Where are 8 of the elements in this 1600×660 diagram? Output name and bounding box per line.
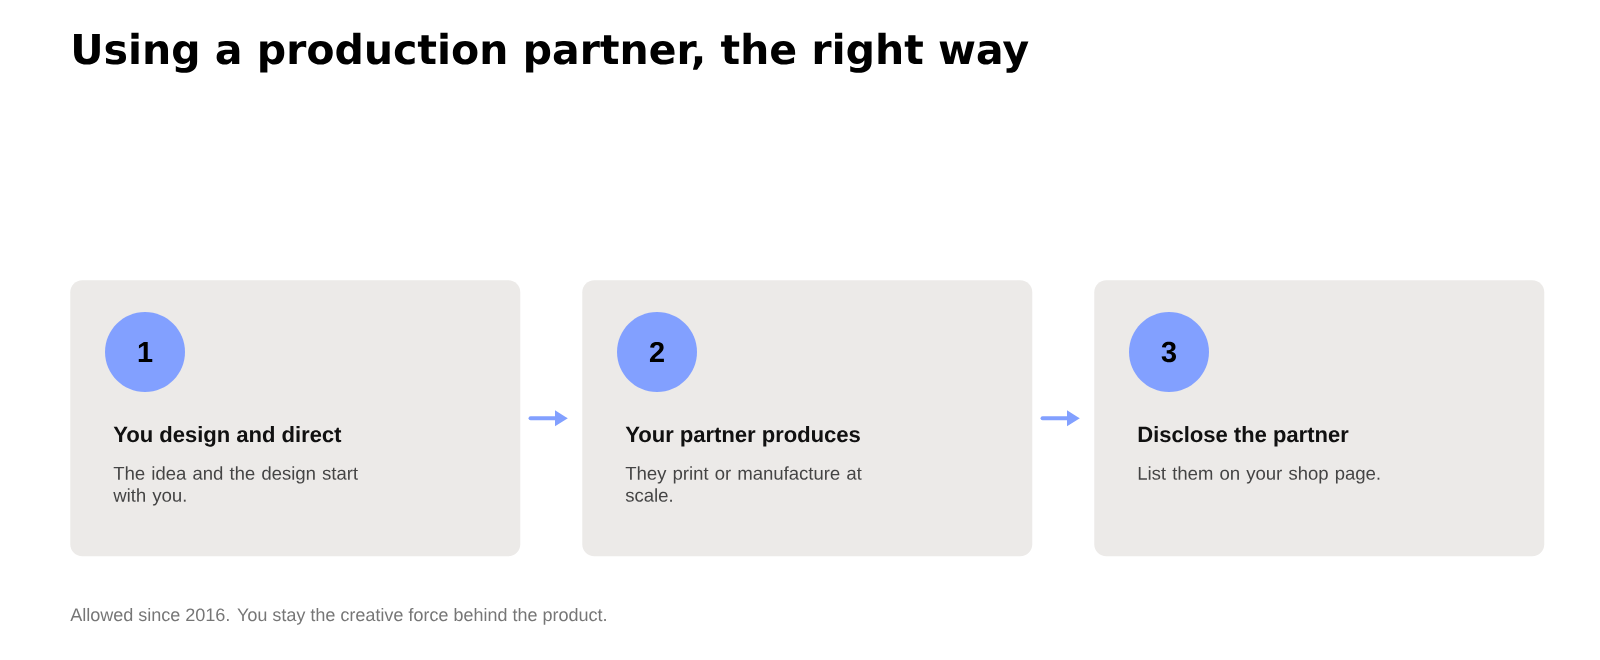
title: Using a production partner, the right way <box>74 32 1029 73</box>
step-text: List them on your shop page. <box>1138 466 1380 484</box>
step-heading: Your partner produces <box>625 426 860 447</box>
footnote: Allowed since 2016. You stay the creative force behind the product. <box>70 607 606 625</box>
step-text: They print or manufacture at scale. <box>625 466 862 502</box>
step-text: The idea and the design start with you. <box>113 466 358 506</box>
step-heading: Disclose the partner <box>1138 426 1349 447</box>
step-heading: You design and direct <box>113 426 342 447</box>
